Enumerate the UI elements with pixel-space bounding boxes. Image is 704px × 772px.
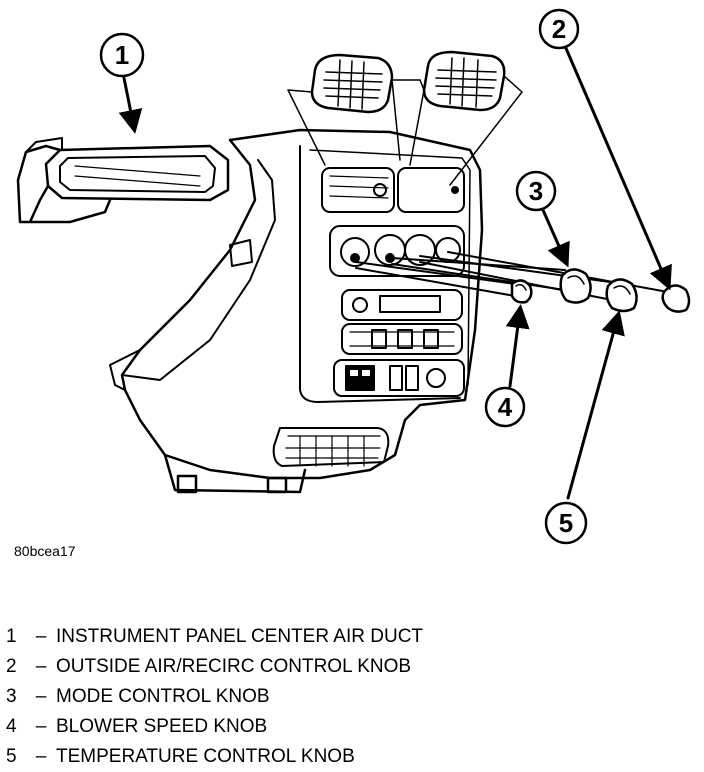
svg-text:4: 4: [498, 392, 513, 422]
svg-text:5: 5: [559, 508, 573, 538]
callout-3: 3: [515, 170, 557, 212]
center-air-duct: [16, 137, 230, 224]
knob-blower-speed: [510, 279, 533, 304]
legend: 1–INSTRUMENT PANEL CENTER AIR DUCT 2–OUT…: [6, 622, 423, 772]
leader-arrows: [118, 44, 672, 500]
leader-arrow-3: [541, 208, 570, 268]
legend-separator: –: [35, 716, 47, 737]
legend-number: 4: [6, 716, 17, 737]
legend-item: 4–BLOWER SPEED KNOB: [6, 712, 423, 742]
callout-5: 5: [544, 501, 588, 545]
air-outlet-left: [310, 53, 394, 114]
callout-2: 2: [538, 8, 580, 50]
figure-id: 80bcea17: [14, 543, 76, 559]
legend-separator: –: [35, 746, 47, 767]
knob-temperature-control: [605, 278, 638, 313]
legend-label: OUTSIDE AIR/RECIRC CONTROL KNOB: [56, 656, 412, 677]
air-outlet-right: [422, 50, 506, 112]
legend-item: 5–TEMPERATURE CONTROL KNOB: [6, 742, 423, 772]
legend-item: 1–INSTRUMENT PANEL CENTER AIR DUCT: [6, 622, 423, 652]
knob-outside-air-recirc: [661, 284, 691, 313]
radio-unit: [341, 289, 463, 355]
legend-item: 3–MODE CONTROL KNOB: [6, 682, 423, 712]
legend-label: INSTRUMENT PANEL CENTER AIR DUCT: [56, 626, 424, 647]
legend-number: 2: [6, 656, 17, 677]
leader-arrow-5: [566, 310, 625, 500]
lower-switch-area: [333, 359, 465, 397]
legend-separator: –: [35, 686, 47, 707]
bezel-outlet-openings: [321, 167, 465, 213]
legend-label: BLOWER SPEED KNOB: [56, 716, 268, 737]
leader-arrow-2: [563, 44, 672, 291]
legend-item: 2–OUTSIDE AIR/RECIRC CONTROL KNOB: [6, 652, 423, 682]
knob-mode-control: [559, 268, 592, 304]
leader-arrow-4: [505, 304, 530, 388]
legend-label: TEMPERATURE CONTROL KNOB: [56, 746, 355, 767]
leader-arrow-1: [118, 76, 143, 134]
svg-text:2: 2: [552, 14, 566, 44]
legend-number: 3: [6, 686, 17, 707]
legend-number: 1: [6, 626, 17, 647]
lower-vent: [272, 427, 390, 467]
legend-separator: –: [35, 656, 47, 677]
legend-separator: –: [35, 626, 47, 647]
legend-label: MODE CONTROL KNOB: [56, 686, 270, 707]
outlet-guide-lines: [287, 75, 523, 186]
callout-circles: 1 2 3 4 5: [99, 8, 588, 545]
callout-4: 4: [484, 386, 526, 428]
exploded-view-drawing: 1 2 3 4 5: [16, 8, 691, 545]
legend-number: 5: [6, 746, 17, 767]
callout-1: 1: [99, 32, 145, 78]
svg-text:3: 3: [529, 176, 543, 206]
center-bezel: [109, 128, 484, 494]
svg-text:1: 1: [115, 40, 129, 70]
